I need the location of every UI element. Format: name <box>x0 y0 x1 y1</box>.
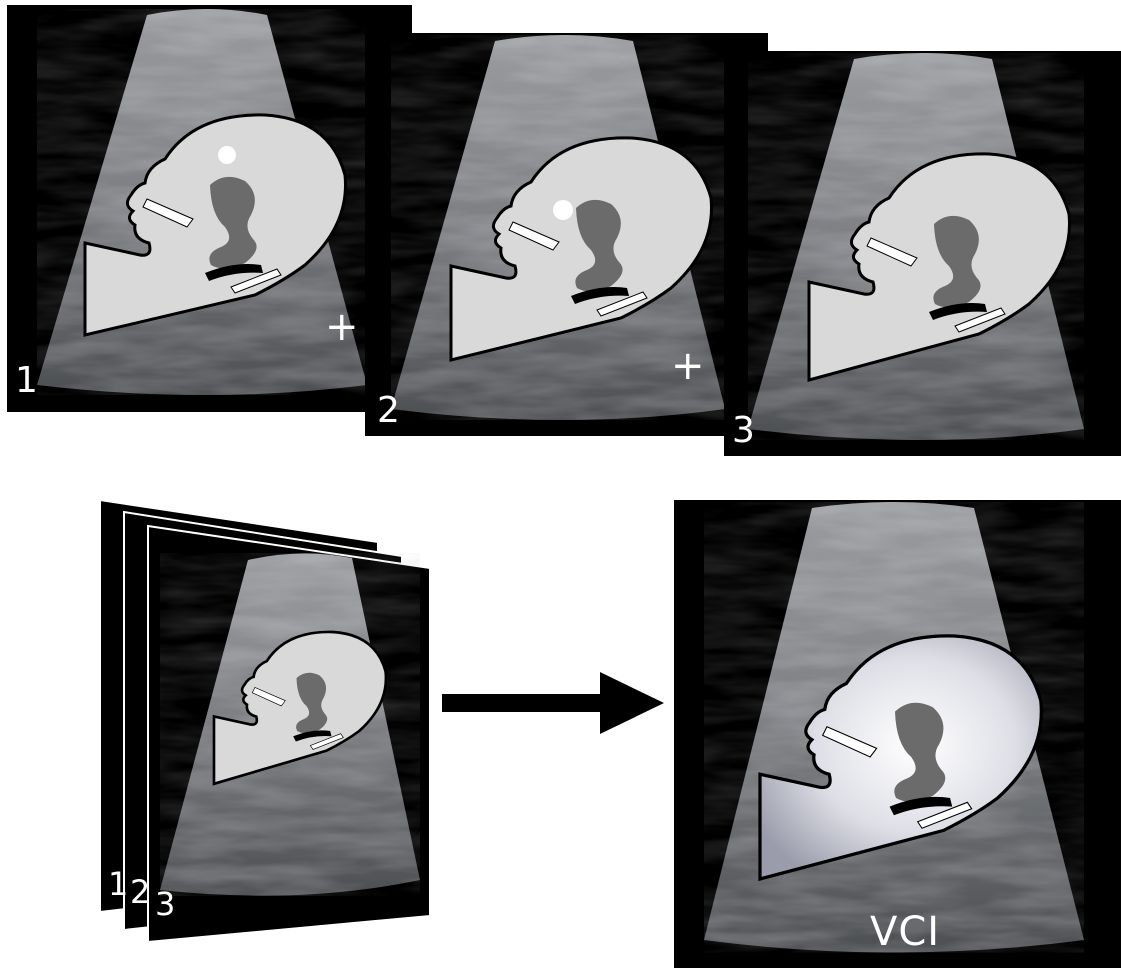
stack-label-2: 2 <box>130 876 150 908</box>
composite-scan <box>674 500 1121 968</box>
stack-label-1: 1 <box>108 868 128 900</box>
stack-label-3: 3 <box>155 888 175 920</box>
vci-label: VCI <box>870 912 940 952</box>
composite-vci-frame: VCI <box>674 500 1121 968</box>
